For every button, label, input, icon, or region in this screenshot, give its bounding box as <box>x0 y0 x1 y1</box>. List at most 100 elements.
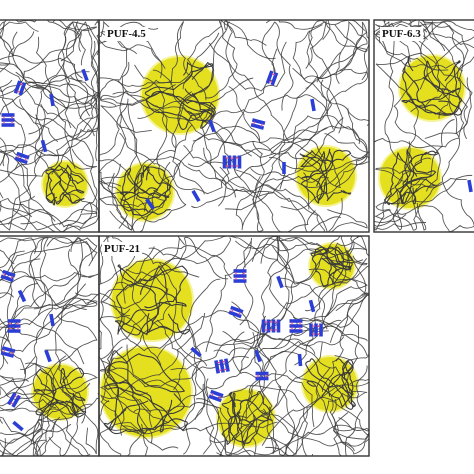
panel-e-chain <box>100 314 153 428</box>
hard-segment <box>12 420 24 432</box>
panel-e-chain <box>126 344 249 388</box>
soft-domain-coil <box>177 61 216 131</box>
panel-b-chain <box>99 62 130 199</box>
hard-segment <box>49 313 55 327</box>
hard-segment-stack-hbond <box>253 121 256 125</box>
panel-e-chain <box>157 310 270 362</box>
panel-e-frame <box>98 235 370 457</box>
soft-domain-coil <box>103 379 188 435</box>
hard-segment-stack-segment <box>1 346 16 354</box>
panel-a-chain <box>20 167 99 232</box>
panel-c-chain <box>375 52 422 159</box>
hard-segment-stack-segment <box>2 269 16 278</box>
hard-segment-stack-hbond <box>260 123 263 127</box>
panel-b-chain <box>171 20 228 148</box>
panel-a-chain <box>34 40 99 165</box>
panel-b-chain <box>303 172 368 232</box>
panel-a-chain <box>28 86 99 135</box>
panel-b-chain <box>270 30 333 154</box>
panel-b-chain <box>280 108 368 211</box>
panel-e-chain <box>217 385 314 456</box>
panel-e-chain <box>222 237 295 345</box>
panel-d-chain <box>0 356 47 456</box>
panel-d-chain <box>32 382 91 456</box>
soft-domain-coil <box>45 168 85 206</box>
panel-d-chain <box>25 362 55 456</box>
panel-b-chain <box>235 184 310 231</box>
panel-a-chain <box>0 197 93 232</box>
panel-b-chain <box>258 115 360 196</box>
panel-b-chain <box>219 166 342 232</box>
panel-e-chain <box>321 293 369 392</box>
panel-b-chain <box>208 42 317 158</box>
panel-c-chain <box>393 74 441 192</box>
hard-segment-stack-segment <box>0 274 14 283</box>
panel-e-chain <box>156 319 215 455</box>
hard-segment-stack-segment <box>228 310 242 319</box>
panel-e-chain <box>106 268 172 373</box>
panel-a-chain <box>0 148 98 199</box>
panel-b-chain <box>294 125 368 186</box>
panel-e-chain <box>261 379 369 446</box>
panel-b-chain <box>252 140 265 232</box>
panel-label-backing <box>105 27 149 41</box>
panel-b-chain <box>170 21 207 101</box>
soft-domain-coil <box>305 358 356 410</box>
panel-b-chain <box>225 21 287 92</box>
panel-c-chain <box>374 205 474 232</box>
panel-a-chain <box>0 31 26 171</box>
panel-e-chain <box>181 303 198 455</box>
hard-segment-stack-hbond <box>17 155 20 159</box>
panel-e-chain <box>122 421 278 433</box>
panel-e-chain <box>216 350 299 456</box>
panel-d-chain <box>0 258 53 339</box>
panel-b-chain <box>117 80 252 157</box>
hard-segment <box>190 346 202 358</box>
panel-e-chain <box>115 236 229 288</box>
panel-d-chain <box>5 349 99 400</box>
panel-b-chain <box>204 20 267 99</box>
hard-segment-stack-hbond <box>19 83 23 86</box>
hard-segment-stack-hbond <box>14 395 18 398</box>
panel-b-chain <box>99 124 193 195</box>
panel-e-chain <box>99 367 182 403</box>
panel-c-chain <box>441 88 474 227</box>
panel-e-chain <box>100 312 206 403</box>
hard-segment <box>308 299 316 313</box>
panel-b-chain <box>183 127 328 164</box>
panel-a-chain <box>35 36 99 109</box>
hard-segment-stack-segment <box>13 80 22 94</box>
panel-e-chain <box>205 395 323 456</box>
panel-b-chain <box>182 20 276 90</box>
panel-a-chain <box>0 20 86 66</box>
panel-e-chain <box>109 237 232 309</box>
panel-e-chain <box>195 378 226 456</box>
panel-label-backing <box>380 27 424 41</box>
panel-e-chain <box>131 246 208 367</box>
hard-segment-stack-segment <box>230 305 244 314</box>
panel-a-chain <box>28 81 98 175</box>
soft-domain-coil <box>107 350 185 434</box>
panel-a-chain <box>0 21 69 110</box>
panel-e-chain <box>251 237 337 316</box>
soft-domain-coil <box>396 150 439 205</box>
panel-d-chain <box>0 383 91 456</box>
panel-d-chain <box>0 368 92 415</box>
panel-a <box>0 19 100 233</box>
soft-domain-coil <box>114 265 191 336</box>
panel-e-chain <box>205 237 252 353</box>
panel-b-chain <box>305 21 369 89</box>
panel-a-chain <box>61 21 99 129</box>
panel-b-chain <box>305 20 368 69</box>
panel-b-content <box>99 20 369 232</box>
panel-b-chain <box>212 129 341 187</box>
panel-e-chain <box>294 236 359 366</box>
panel-puf-4-5 <box>98 19 370 233</box>
panel-d-chain <box>5 237 83 342</box>
hard-segment-stack-hbond <box>217 361 221 364</box>
soft-domain-coil <box>310 246 353 275</box>
hard-segment <box>49 93 55 107</box>
hard-segment-stack-hbond <box>10 351 13 355</box>
panel-b-chain <box>224 117 344 211</box>
